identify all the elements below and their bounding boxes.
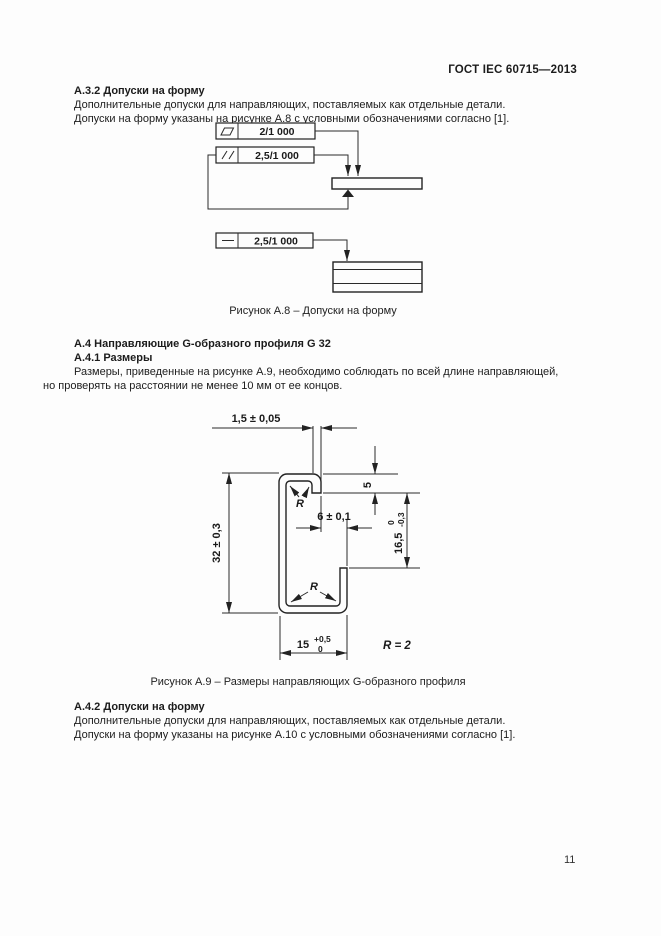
dim-slot-width: 6 ± 0,1 — [296, 496, 372, 566]
radius-bottom-label: R — [310, 581, 318, 593]
figure-a8-drawing: 2/1 000 2,5/1 000 2,5/1 000 — [207, 122, 423, 293]
section-a42-heading: А.4.2 Допуски на форму — [74, 701, 205, 713]
section-a32-para1: Дополнительные допуски для направляющих,… — [74, 99, 506, 111]
section-a41-para-line1: Размеры, приведенные на рисунке А.9, нео… — [74, 366, 559, 378]
section-a4: А.4 Направляющие G-образного профиля G 3… — [43, 337, 595, 393]
dim-base-tol-lower: 0 — [318, 644, 323, 654]
tolerance-frame-straightness: 2,5/1 000 — [215, 232, 350, 261]
dim-height: 32 ± 0,3 — [211, 472, 279, 614]
dim-opening-tol-upper: 0 — [386, 520, 396, 525]
radius-top-label: R — [296, 498, 304, 510]
flatness-value: 2/1 000 — [259, 126, 294, 138]
datum-triangle — [342, 189, 354, 197]
section-a32: А.3.2 Допуски на форму Дополнительные до… — [43, 84, 595, 126]
section-a32-para2: Допуски на форму указаны на рисунке А.8 … — [74, 113, 510, 125]
radius-top-callout: R — [289, 485, 310, 510]
section-a42-para2: Допуски на форму указаны на рисунке А.10… — [74, 729, 516, 741]
rail-bar-profile-view — [332, 261, 423, 293]
dim-hook-depth-label: 5 — [362, 482, 374, 488]
dim-base-width-label: 15 — [297, 639, 309, 651]
page-number: 11 — [564, 854, 576, 866]
section-a42-para1: Дополнительные допуски для направляющих,… — [74, 715, 506, 727]
flatness-icon — [220, 127, 235, 136]
section-a41-heading: А.4.1 Размеры — [74, 352, 153, 364]
document-header-title: ГОСТ IEC 60715—2013 — [448, 64, 577, 76]
dim-base-tol-upper: +0,5 — [314, 634, 331, 644]
dim-slot-width-label: 6 ± 0,1 — [317, 511, 351, 523]
section-a41-para-line2: но проверять на расстоянии не менее 10 м… — [43, 380, 343, 392]
figure-a8-caption: Рисунок А.8 – Допуски на форму — [229, 305, 397, 317]
figure-a9-caption: Рисунок А.9 – Размеры направляющих G-обр… — [150, 676, 466, 688]
tolerance-frame-flatness: 2/1 000 — [215, 122, 361, 176]
figure-a9-drawing: 1,5 ± 0,05 32 ± 0,3 5 6 ± — [211, 413, 420, 660]
dim-height-label: 32 ± 0,3 — [211, 523, 223, 563]
tolerance-frame-parallelism: 2,5/1 000 — [207, 146, 354, 210]
radius-note: R = 2 — [383, 640, 411, 652]
parallelism-icon — [221, 150, 235, 160]
section-a32-heading: А.3.2 Допуски на форму — [74, 85, 205, 97]
dim-opening-height-label: 16,5 — [393, 533, 405, 554]
section-a42: А.4.2 Допуски на форму Дополнительные до… — [43, 700, 595, 742]
dim-base-width: 15 +0,5 0 — [279, 615, 348, 660]
dim-hook-depth: 5 — [323, 446, 420, 515]
rail-bar-side-view — [331, 177, 423, 190]
dim-opening-height: 16,5 0 -0,3 — [349, 493, 420, 569]
radius-bottom-callout: R — [290, 581, 337, 603]
section-a4-heading: А.4 Направляющие G-образного профиля G 3… — [74, 338, 331, 350]
g-profile-outline — [278, 473, 348, 614]
dim-thickness: 1,5 ± 0,05 — [212, 413, 357, 480]
parallelism-value: 2,5/1 000 — [255, 150, 299, 162]
dim-opening-tol-lower: -0,3 — [396, 512, 406, 527]
straightness-value: 2,5/1 000 — [254, 236, 298, 248]
dim-thickness-label: 1,5 ± 0,05 — [232, 413, 281, 425]
